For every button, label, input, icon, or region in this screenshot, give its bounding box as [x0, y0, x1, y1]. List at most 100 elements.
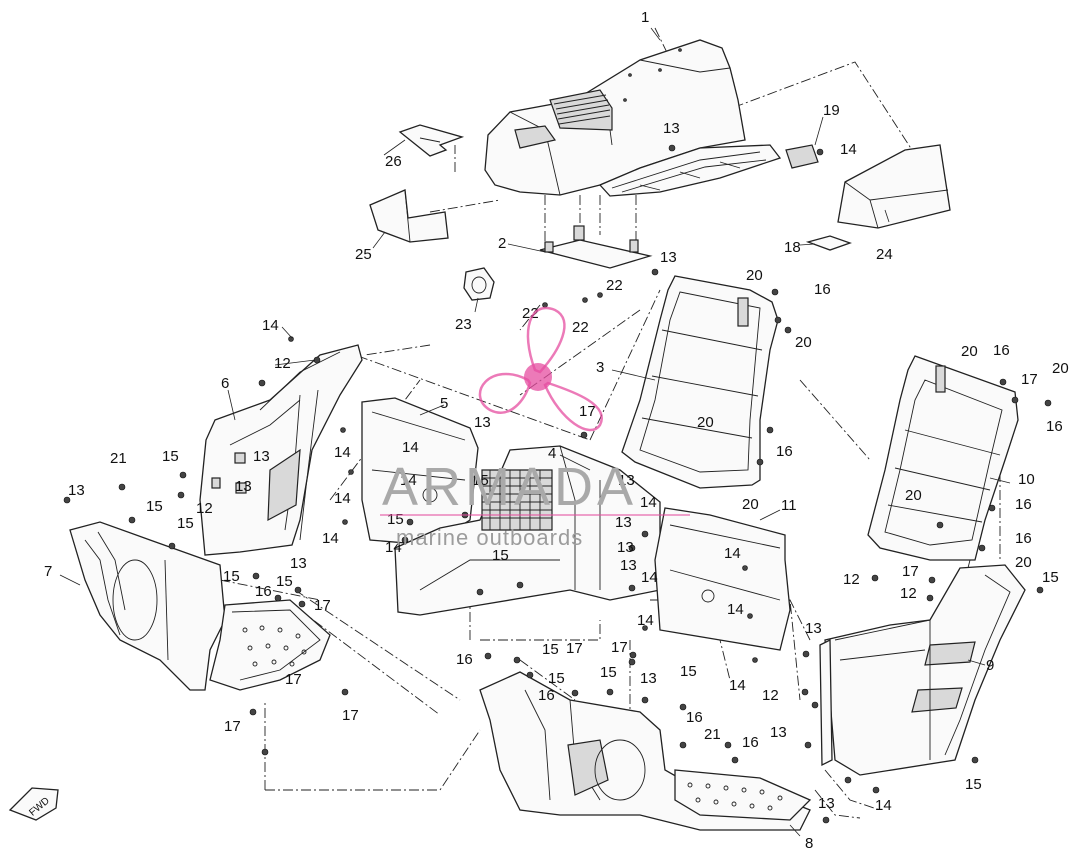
fasteners	[63, 144, 1052, 824]
callout-16: 16	[686, 709, 703, 726]
callout-2: 2	[498, 235, 506, 252]
callout-13: 13	[805, 620, 822, 637]
callout-13: 13	[818, 795, 835, 812]
callout-15: 15	[542, 641, 559, 658]
callout-14: 14	[840, 141, 857, 158]
callout-13: 13	[618, 472, 635, 489]
callout-12: 12	[843, 571, 860, 588]
callout-13: 13	[640, 670, 657, 687]
callout-21: 21	[704, 726, 721, 743]
callout-19: 19	[823, 102, 840, 119]
callout-20: 20	[1015, 554, 1032, 571]
callout-17: 17	[579, 403, 596, 420]
callout-14: 14	[400, 472, 417, 489]
callout-17: 17	[224, 718, 241, 735]
callout-12: 12	[274, 355, 291, 372]
part-left-footrest	[209, 599, 331, 691]
callout-20: 20	[905, 487, 922, 504]
callout-13: 13	[615, 514, 632, 531]
callout-16: 16	[255, 583, 272, 600]
propeller-logo	[478, 306, 603, 432]
watermark-brand: ARMADA	[382, 457, 637, 517]
callout-22: 22	[572, 319, 589, 336]
callout-13: 13	[663, 120, 680, 137]
callout-15: 15	[548, 670, 565, 687]
callout-16: 16	[538, 687, 555, 704]
callout-13: 13	[620, 557, 637, 574]
part-cover-25	[369, 189, 449, 243]
callout-14: 14	[262, 317, 279, 334]
watermark-tagline: marine outboards	[396, 525, 583, 550]
callout-15: 15	[492, 547, 509, 564]
callout-20: 20	[697, 414, 714, 431]
callout-13: 13	[235, 478, 252, 495]
part-bracket-26	[398, 124, 465, 157]
part-center-console-4	[394, 445, 661, 616]
callout-labels: 1 2 3 4 5 6 7 8 9 10 11 12 12 12 12 12 1…	[44, 9, 1069, 852]
callout-22: 22	[606, 277, 623, 294]
part-cover-24	[837, 144, 951, 229]
callout-14: 14	[334, 490, 351, 507]
callout-12: 12	[196, 500, 213, 517]
callout-15: 15	[680, 663, 697, 680]
callout-15: 15	[162, 448, 179, 465]
part-plate-2	[539, 225, 653, 269]
callout-15: 15	[146, 498, 163, 515]
callout-16: 16	[814, 281, 831, 298]
callout-20: 20	[795, 334, 812, 351]
part-left-fender-7	[69, 521, 226, 691]
callout-15: 15	[965, 776, 982, 793]
part-rear-hood	[484, 39, 782, 197]
callout-14: 14	[385, 539, 402, 556]
callout-15: 15	[276, 573, 293, 590]
callout-14: 14	[729, 677, 746, 694]
callout-16: 16	[1015, 496, 1032, 513]
callout-4: 4	[548, 445, 556, 462]
part-center-panel-5	[361, 397, 479, 546]
part-seat-frame-3	[621, 275, 779, 489]
callout-17: 17	[902, 563, 919, 580]
callout-20: 20	[742, 496, 759, 513]
callout-17: 17	[314, 597, 331, 614]
callout-16: 16	[1046, 418, 1063, 435]
callout-17: 17	[566, 640, 583, 657]
callout-14: 14	[322, 530, 339, 547]
callout-14: 14	[727, 601, 744, 618]
callout-16: 16	[993, 342, 1010, 359]
callout-16: 16	[1015, 530, 1032, 547]
callout-17: 17	[285, 671, 302, 688]
part-gasket-18	[805, 235, 852, 251]
part-side-post-6	[199, 344, 363, 556]
callout-12: 12	[762, 687, 779, 704]
callout-15: 15	[600, 664, 617, 681]
part-side-bracket	[819, 638, 833, 767]
callout-18: 18	[784, 239, 801, 256]
leader-lines	[59, 27, 1011, 837]
callout-14: 14	[334, 444, 351, 461]
callout-23: 23	[455, 316, 472, 333]
part-inner-panel-11	[654, 507, 791, 651]
callout-3: 3	[596, 359, 604, 376]
forward-direction-arrow: FWD	[8, 787, 59, 821]
callout-12: 12	[900, 585, 917, 602]
callout-15: 15	[1042, 569, 1059, 586]
callout-20: 20	[746, 267, 763, 284]
armada-watermark: ARMADA marine outboards	[380, 306, 690, 550]
callout-14: 14	[402, 439, 419, 456]
callout-15: 15	[177, 515, 194, 532]
callout-9: 9	[986, 657, 994, 674]
callout-11: 11	[781, 497, 797, 514]
callout-1: 1	[641, 9, 649, 26]
callout-26: 26	[385, 153, 402, 170]
part-clip-19	[785, 144, 819, 169]
callout-8: 8	[805, 835, 813, 852]
callout-5: 5	[440, 395, 448, 412]
callout-14: 14	[875, 797, 892, 814]
callout-10: 10	[1018, 471, 1035, 488]
callout-22: 22	[522, 305, 539, 322]
callout-14: 14	[724, 545, 741, 562]
part-grommet-23	[463, 267, 495, 301]
callout-21: 21	[110, 450, 127, 467]
callout-13: 13	[253, 448, 270, 465]
